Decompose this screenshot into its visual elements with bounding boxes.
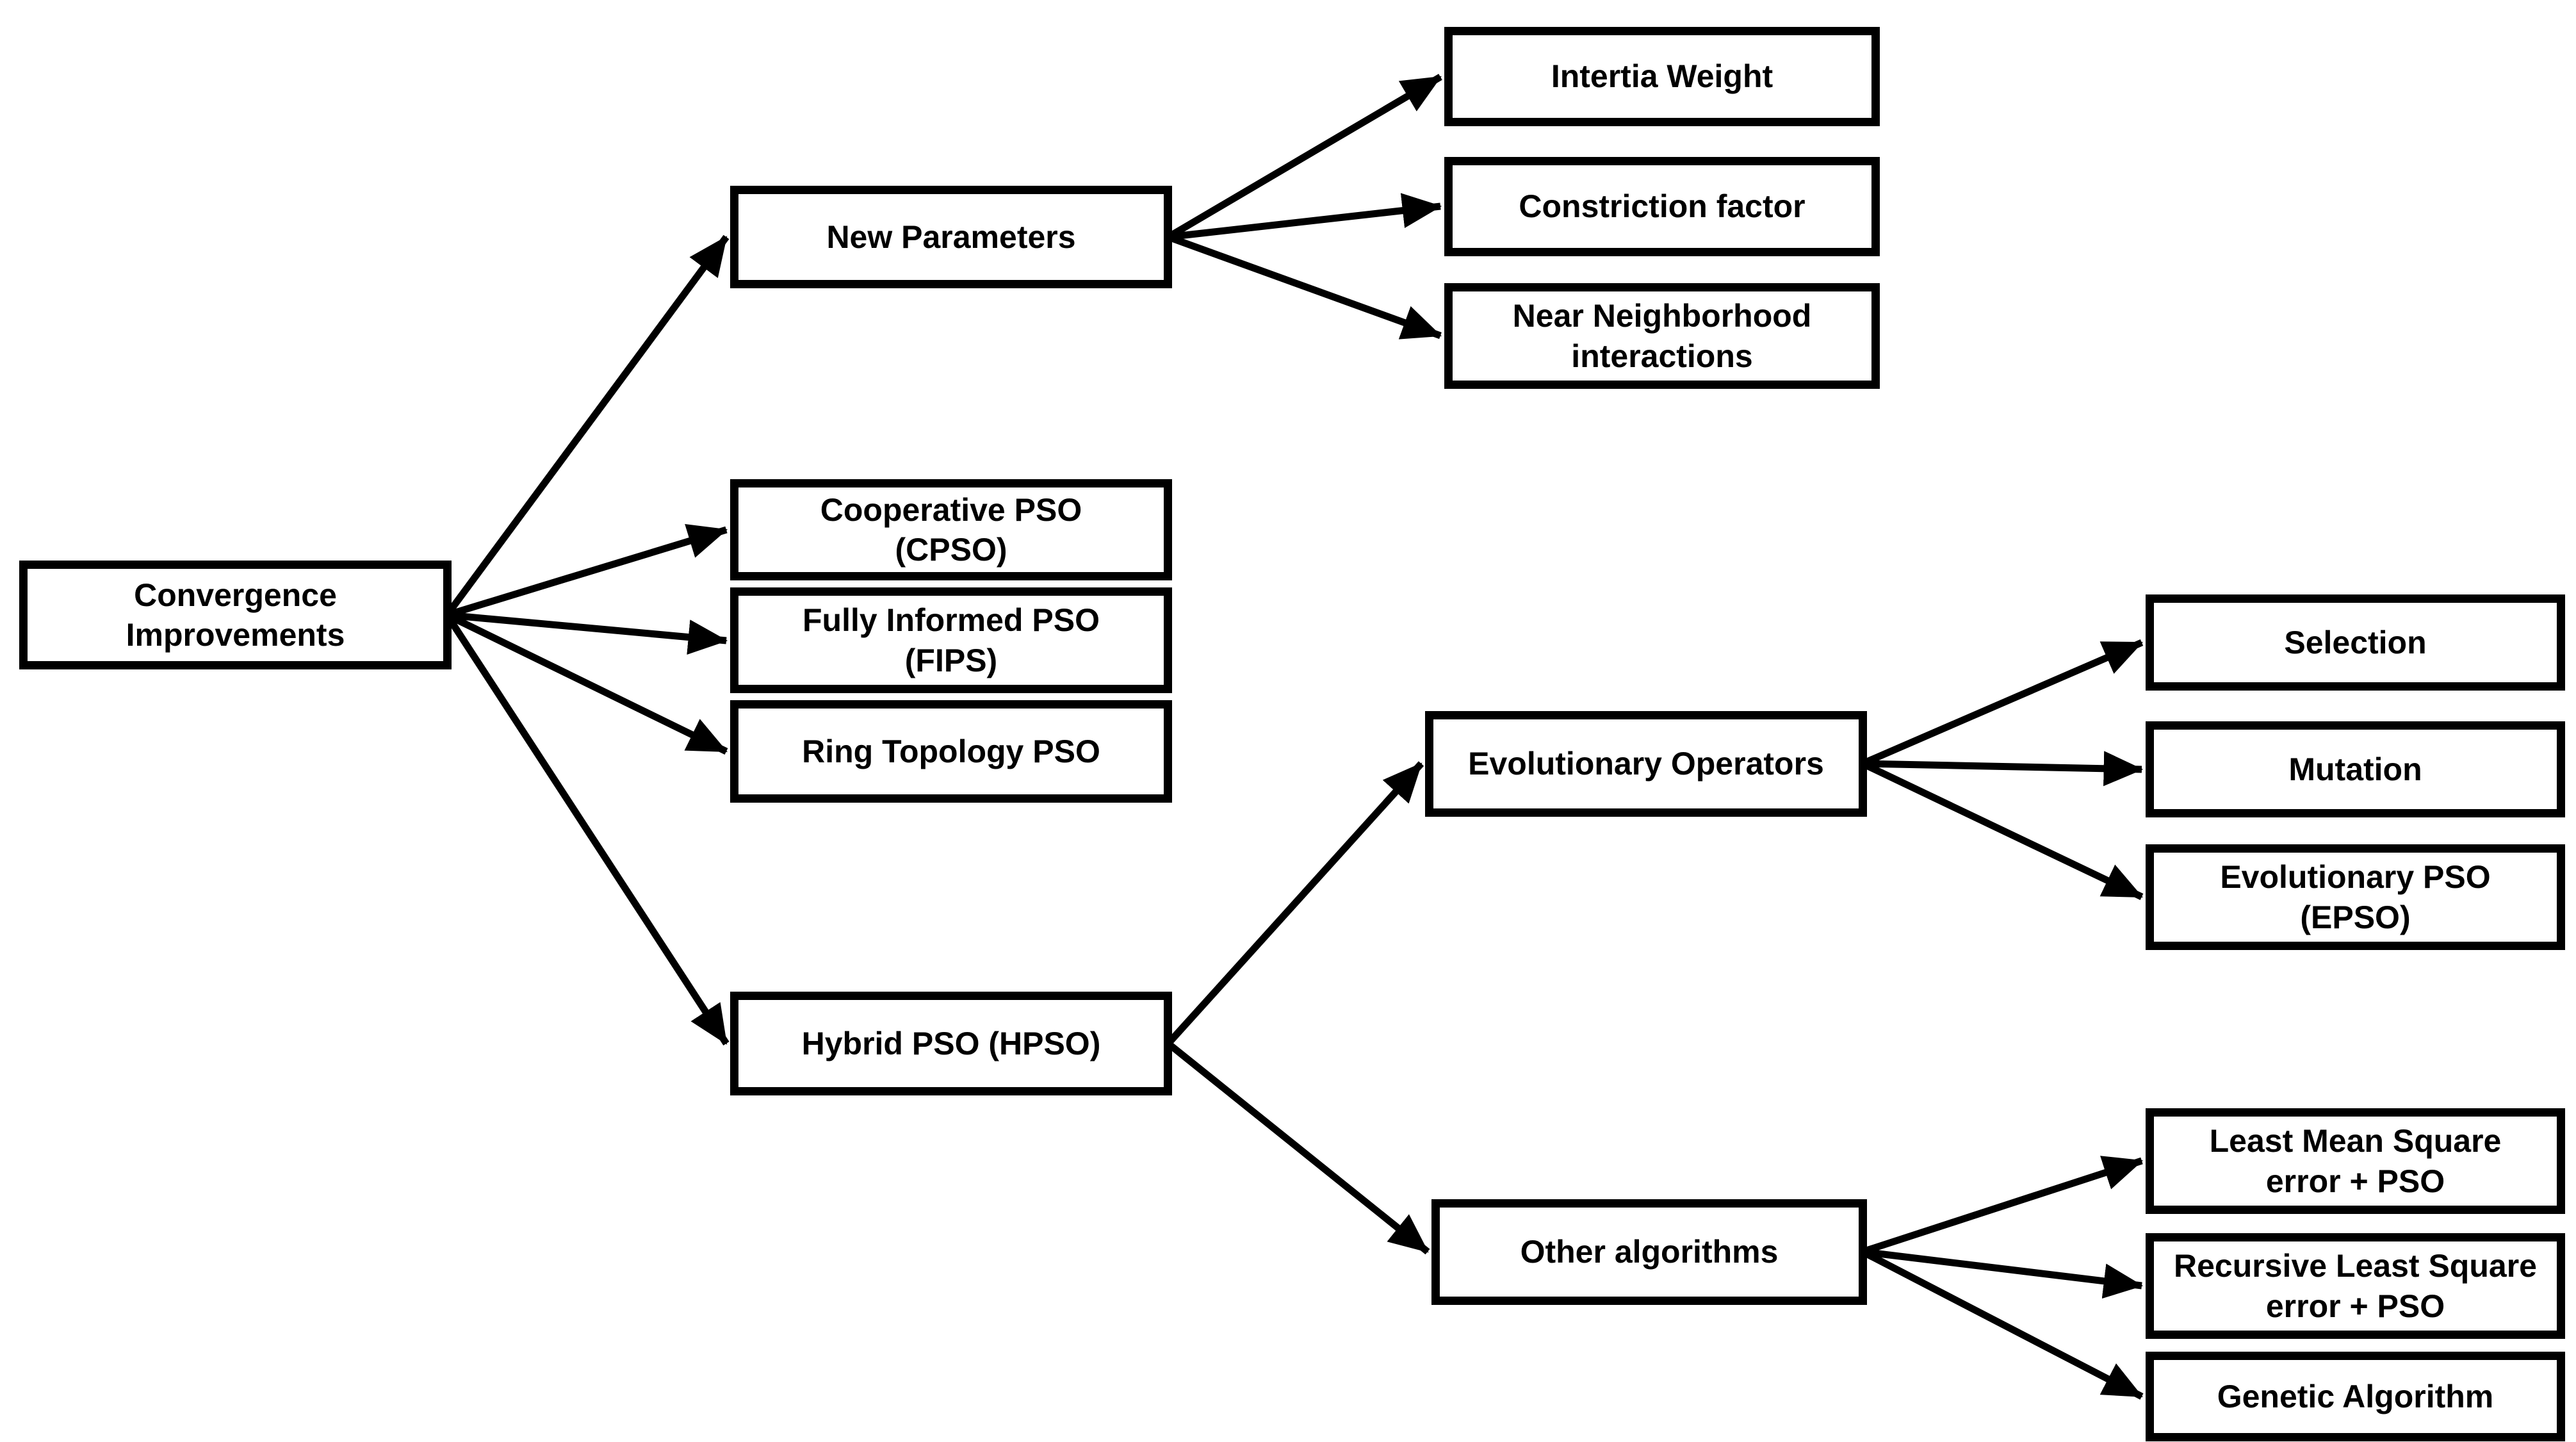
node-least-mean-square-pso: Least Mean Square error + PSO xyxy=(2146,1108,2565,1214)
node-inertia-weight: Intertia Weight xyxy=(1444,27,1880,126)
edge-other-algorithms-genetic-algorithm xyxy=(1861,1249,2144,1400)
edge-hybrid-pso-evolutionary-operators xyxy=(1165,761,1424,1046)
edge-root-cpso xyxy=(446,524,728,619)
node-other-algorithms: Other algorithms xyxy=(1431,1199,1867,1305)
node-new-parameters: New Parameters xyxy=(730,186,1172,288)
edge-new-parameters-near-neighborhood xyxy=(1167,233,1442,340)
edge-evolutionary-operators-mutation xyxy=(1862,751,2144,787)
node-constriction-factor: Constriction factor xyxy=(1444,157,1880,256)
edge-root-ring-topology xyxy=(445,612,728,755)
edge-evolutionary-operators-selection xyxy=(1861,639,2144,767)
node-evolutionary-pso: Evolutionary PSO (EPSO) xyxy=(2146,844,2565,950)
edge-root-hybrid-pso xyxy=(444,612,730,1046)
node-near-neighborhood-interactions: Near Neighborhood interactions xyxy=(1444,283,1880,389)
edge-root-fips xyxy=(446,611,728,655)
edge-hybrid-pso-other-algorithms xyxy=(1166,1040,1430,1255)
edge-evolutionary-operators-epso xyxy=(1861,760,2144,900)
edge-root-new-parameters xyxy=(444,234,730,618)
node-recursive-least-square-pso: Recursive Least Square error + PSO xyxy=(2146,1233,2565,1339)
node-fully-informed-pso: Fully Informed PSO (FIPS) xyxy=(730,587,1172,693)
node-genetic-algorithm: Genetic Algorithm xyxy=(2146,1352,2565,1441)
edge-new-parameters-inertia-weight xyxy=(1166,74,1442,240)
node-hybrid-pso: Hybrid PSO (HPSO) xyxy=(730,992,1172,1095)
node-selection: Selection xyxy=(2146,594,2565,691)
node-ring-topology-pso: Ring Topology PSO xyxy=(730,700,1172,803)
node-evolutionary-operators: Evolutionary Operators xyxy=(1425,711,1867,817)
edge-other-algorithms-rls-pso xyxy=(1862,1248,2144,1299)
edge-new-parameters-constriction-factor xyxy=(1168,193,1442,241)
node-mutation: Mutation xyxy=(2146,721,2565,817)
edge-other-algorithms-lms-pso xyxy=(1861,1156,2144,1256)
node-cooperative-pso: Cooperative PSO (CPSO) xyxy=(730,479,1172,580)
node-convergence-improvements: Convergence Improvements xyxy=(19,561,452,669)
